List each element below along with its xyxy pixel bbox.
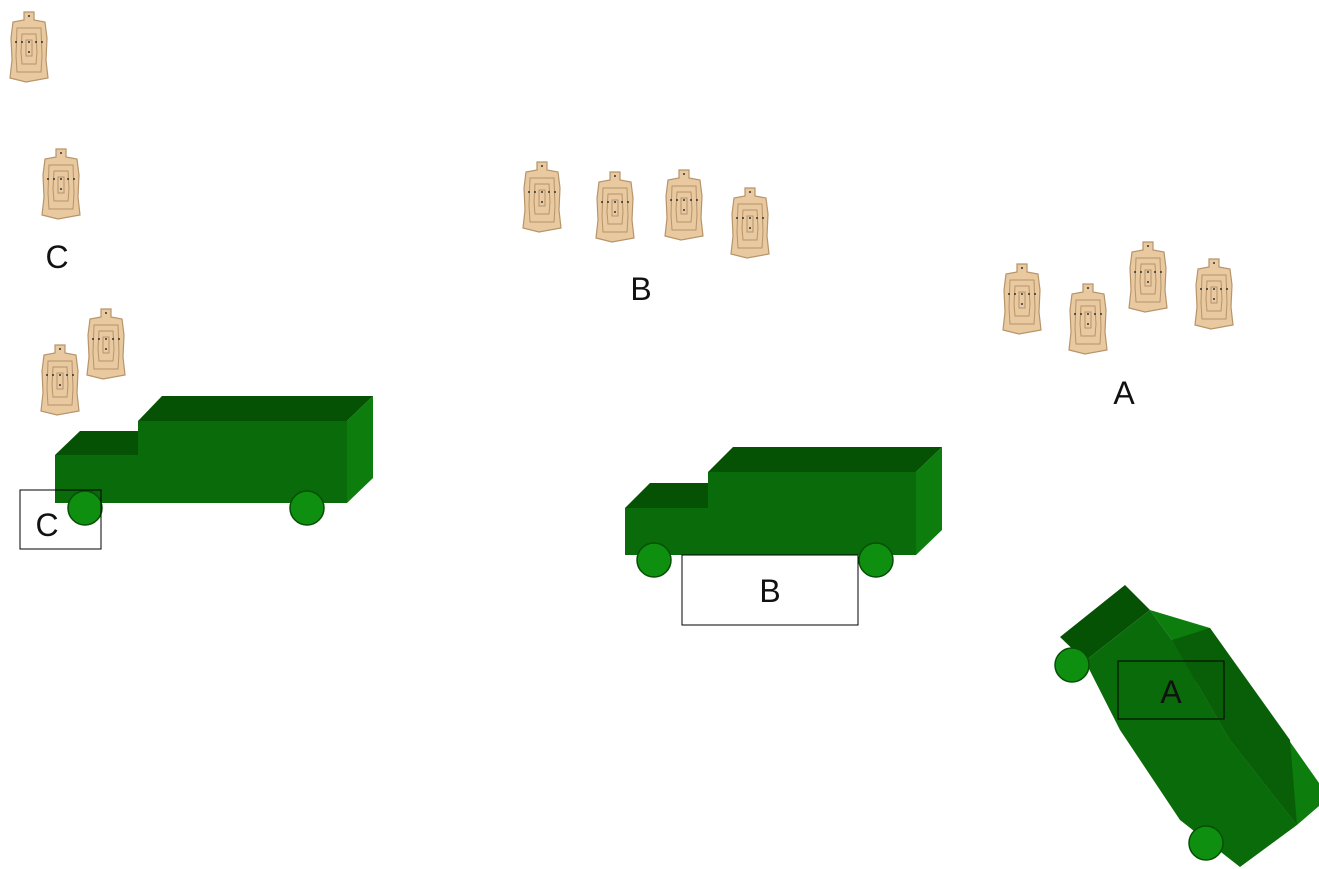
target [87,309,125,379]
target [596,172,634,242]
target [1195,259,1233,329]
target [1129,242,1167,312]
target-group-a [1003,242,1233,354]
wheel [290,491,324,525]
target [41,345,79,415]
group-label-a: A [1113,375,1135,411]
target-group-c [41,149,125,415]
wheel [859,543,893,577]
truck-c [55,396,373,525]
wheel [68,491,102,525]
wheel [1189,826,1223,860]
group-label-b: B [630,271,651,307]
position-label-a: A [1160,674,1182,710]
wheel [637,543,671,577]
target-group-b [523,162,769,258]
target [731,188,769,258]
target [42,149,80,219]
group-label-c: C [45,239,68,275]
target [523,162,561,232]
position-label-b: B [759,573,780,609]
target [1069,284,1107,354]
wheel [1055,648,1089,682]
position-label-c: C [35,507,58,543]
truck-b: B [625,447,942,625]
truck-a [1055,585,1319,867]
target [1003,264,1041,334]
target-group-top-left [10,12,48,82]
target [10,12,48,82]
target [665,170,703,240]
